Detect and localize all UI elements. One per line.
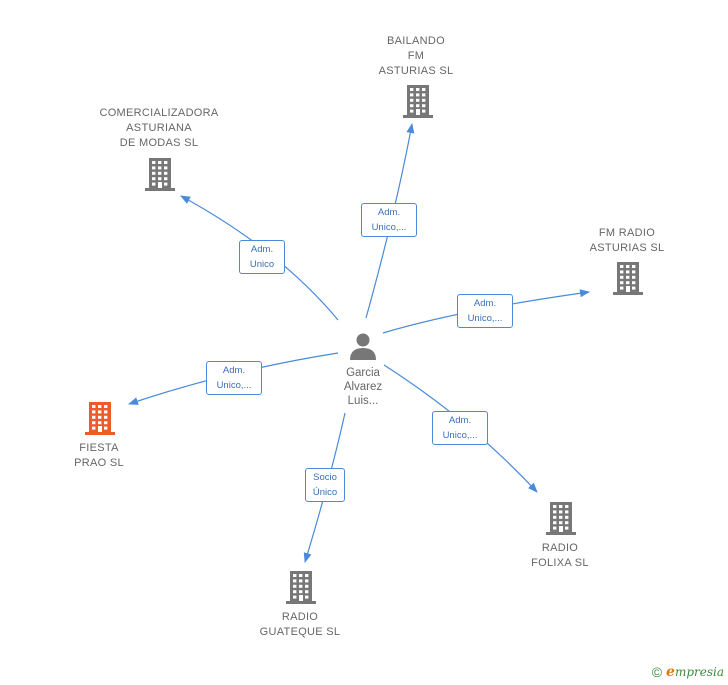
company-label-line: RADIO [541,542,579,554]
edge-badge-bailando[interactable]: Adm. Unico,... [361,203,417,237]
company-label-comercializadora[interactable]: COMERCIALIZADORA ASTURIANA DE MODAS SL [84,106,234,151]
company-label-line: COMERCIALIZADORA [99,107,219,119]
building-icon[interactable] [403,85,433,118]
company-label-line: FM [407,50,425,62]
building-icon[interactable] [613,262,643,295]
edge-badge-line: Adm. [448,415,472,426]
edge-badge-line: Adm. [250,244,274,255]
company-label-line: FM RADIO [598,227,656,239]
person-icon[interactable] [350,333,376,361]
company-label-line: DE MODAS SL [119,137,199,149]
edge-badge-line: Adm. [222,365,246,376]
edge-badge-line: Unico,... [442,430,478,441]
company-label-guateque[interactable]: RADIO GUATEQUE SL [245,610,355,640]
company-label-fmradio[interactable]: FM RADIO ASTURIAS SL [572,226,682,256]
building-icon[interactable] [145,158,175,191]
building-icon[interactable] [85,402,115,435]
company-label-line: ASTURIANA [126,122,192,134]
company-label-line: RADIO [281,611,319,623]
company-label-line: FIESTA [79,442,119,454]
edge-badge-line: Adm. [473,298,497,309]
person-name-line: Alvarez [343,381,383,393]
person-name-line: Luis... [347,395,379,407]
edge-badge-line: Unico,... [216,380,252,391]
company-label-folixa[interactable]: RADIO FOLIXA SL [510,541,610,571]
company-label-line: ASTURIAS SL [378,65,454,77]
edge-badge-line: Adm. [377,207,401,218]
edge-badge-line: Unico [249,259,275,270]
empresia-logo: empresia [666,664,724,680]
company-label-line: FOLIXA SL [531,557,589,569]
company-label-line: BAILANDO [386,35,446,47]
company-label-line: ASTURIAS SL [589,242,665,254]
building-icon[interactable] [546,502,576,535]
edge-badge-fmradio[interactable]: Adm. Unico,... [457,294,513,328]
company-label-bailando[interactable]: BAILANDO FM ASTURIAS SL [356,34,476,79]
person-name-line: Garcia [346,367,380,379]
edge-badge-fiesta[interactable]: Adm. Unico,... [206,361,262,395]
building-icon[interactable] [286,571,316,604]
company-label-fiesta[interactable]: FIESTA PRAO SL [54,441,144,471]
company-label-line: GUATEQUE SL [259,626,341,638]
copyright-icon: © [651,664,663,680]
company-label-line: PRAO SL [74,457,124,469]
edge-badge-comercializadora[interactable]: Adm. Unico [239,240,285,274]
empresia-brand[interactable]: © empresia [652,664,724,680]
edge-badge-line: Único [312,487,338,498]
edge-badge-folixa[interactable]: Adm. Unico,... [432,411,488,445]
edge-badge-line: Socio [313,472,337,483]
edge-badge-line: Unico,... [467,313,503,324]
edge-badge-line: Unico,... [371,222,407,233]
